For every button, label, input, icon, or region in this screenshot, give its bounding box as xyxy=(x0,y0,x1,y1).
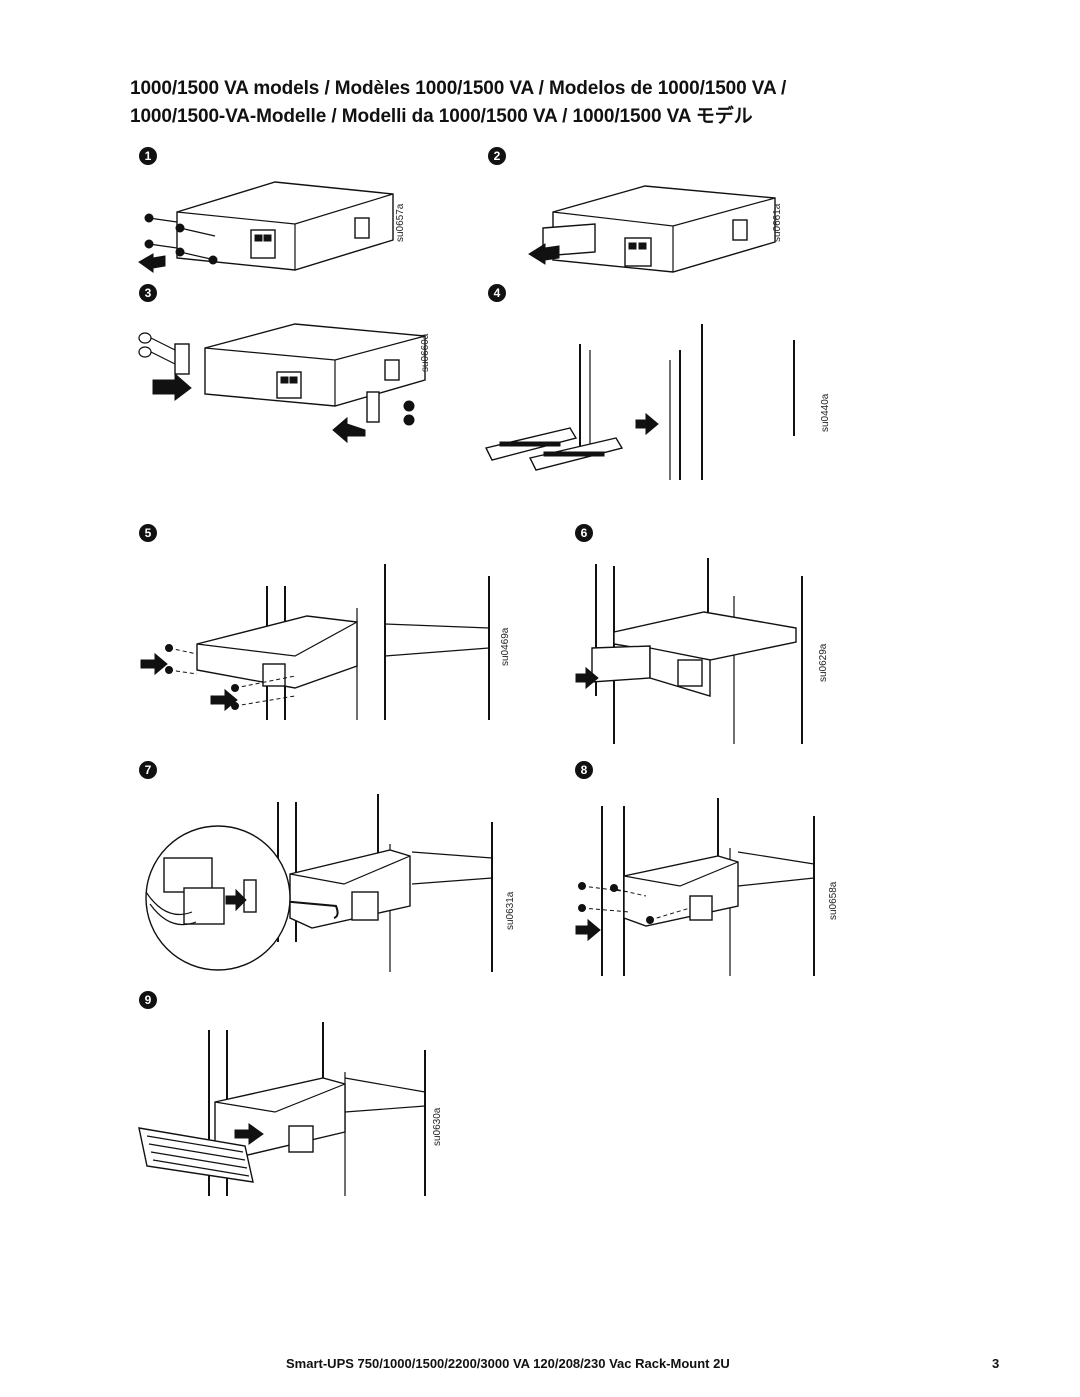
step-1-badge: 1 xyxy=(139,147,157,165)
figure-6-insert-battery xyxy=(575,558,803,744)
figure-9-attach-bezel xyxy=(138,1022,426,1196)
step-8-badge: 8 xyxy=(575,761,593,779)
figure-1-code: su0657a xyxy=(395,203,406,242)
step-3-badge: 3 xyxy=(139,284,157,302)
figure-8-secure-screws xyxy=(575,798,815,976)
step-9-badge: 9 xyxy=(139,991,157,1009)
page-number: 3 xyxy=(992,1356,1000,1371)
figure-2-code: su0661a xyxy=(772,203,783,242)
step-6-badge: 6 xyxy=(575,524,593,542)
step-5-badge: 5 xyxy=(139,524,157,542)
figure-4-code: su0440a xyxy=(820,393,831,432)
figure-7-code: su0631a xyxy=(505,891,516,930)
figure-3-attach-brackets xyxy=(138,323,426,444)
figure-5-insert-unit xyxy=(140,564,490,720)
page-title-line-2: 1000/1500-VA-Modelle / Modelli da 1000/1… xyxy=(130,106,753,127)
figure-4-install-rails xyxy=(484,324,795,480)
figure-2-remove-battery xyxy=(528,185,776,273)
figure-8-code: su0658a xyxy=(828,881,839,920)
figure-6-code: su0629a xyxy=(818,643,829,682)
step-2-badge: 2 xyxy=(488,147,506,165)
footer-title: Smart-UPS 750/1000/1500/2200/3000 VA 120… xyxy=(286,1356,730,1371)
figure-9-code: su0630a xyxy=(432,1107,443,1146)
step-4-badge: 4 xyxy=(488,284,506,302)
step-7-badge: 7 xyxy=(139,761,157,779)
figure-3-code: su0660a xyxy=(420,333,431,372)
figure-5-code: su0469a xyxy=(500,627,511,666)
figure-7-connect-battery xyxy=(145,794,493,972)
page-title-line-1: 1000/1500 VA models / Modèles 1000/1500 … xyxy=(130,78,787,99)
figure-1-remove-screws xyxy=(138,181,394,273)
